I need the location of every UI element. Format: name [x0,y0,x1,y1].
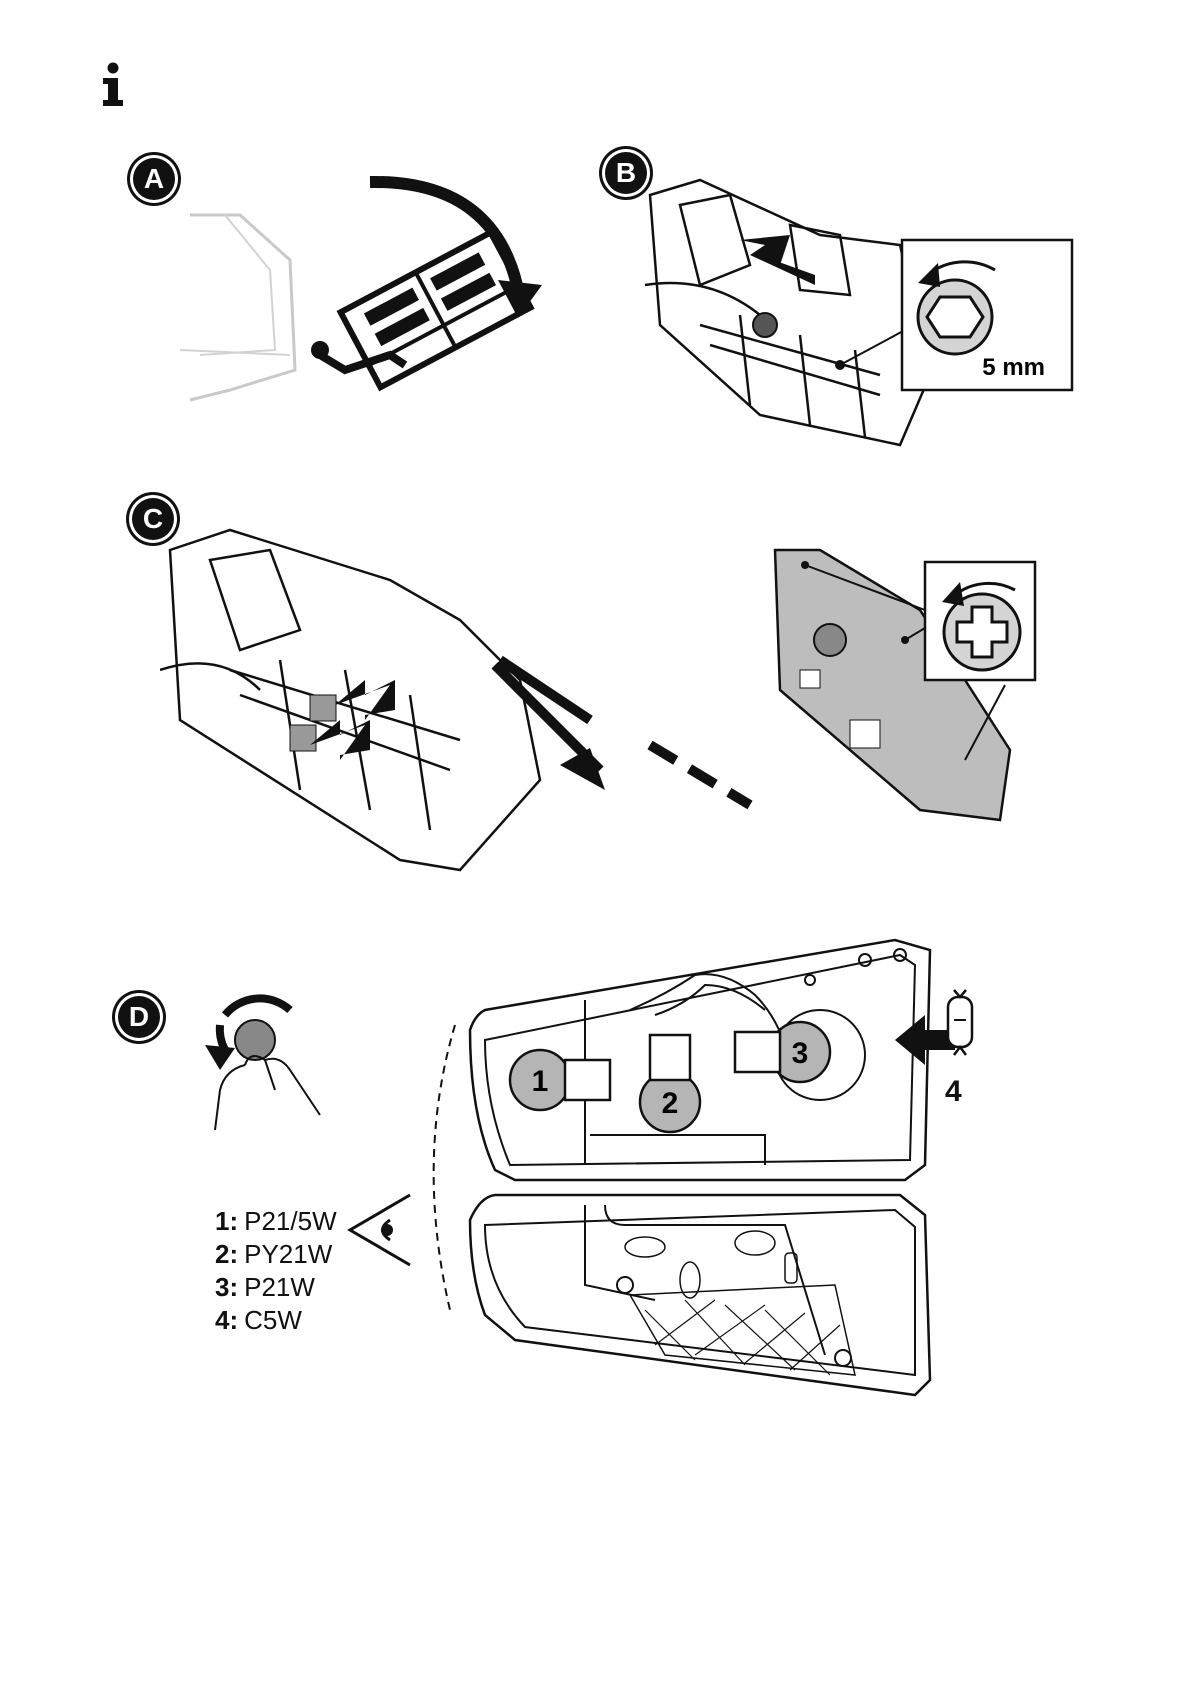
bulb-legend: 1:P21/5W 2:PY21W 3:P21W 4:C5W [215,1205,337,1337]
step-b-illustration: 5 mm [640,175,1080,465]
step-c-illustration [160,520,1080,880]
bulb-number-4: 4 [945,1075,962,1109]
legend-row: 4:C5W [215,1304,337,1337]
bulb-number-1: 1 [532,1065,549,1098]
info-icon [100,62,126,108]
c5w-bulb-illustration [940,985,980,1060]
bulb-twist-illustration [195,990,365,1140]
step-a-badge: A [133,158,175,200]
lamp-interior-illustration: 1 2 3 [455,935,955,1405]
step-d-badge: D [118,996,160,1038]
legend-row: 2:PY21W [215,1238,337,1271]
tool-size-label: 5 mm [982,354,1045,381]
view-dashed-line [410,1020,460,1320]
legend-row: 1:P21/5W [215,1205,337,1238]
legend-row: 3:P21W [215,1271,337,1304]
bulb-number-2: 2 [662,1087,679,1120]
step-a-illustration [180,170,580,420]
bulb-number-3: 3 [792,1037,809,1070]
